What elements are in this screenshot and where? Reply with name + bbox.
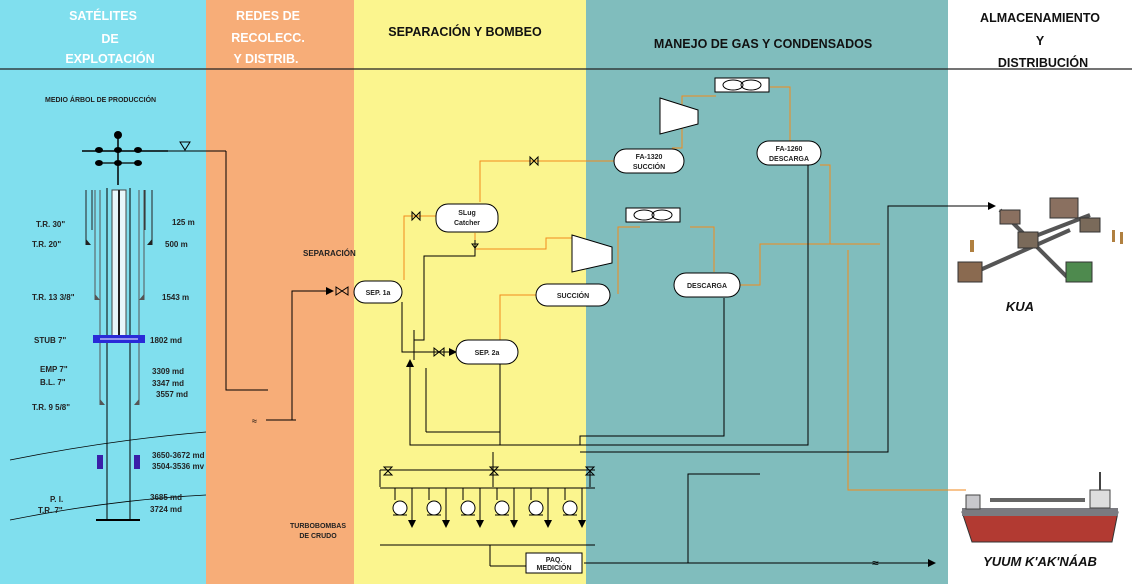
- well-schematic: MEDIO ÁRBOL DE PRODUCCIÓN: [9, 95, 226, 521]
- check-valve-icon: [179, 141, 191, 151]
- label-pi: P. I.: [50, 495, 63, 504]
- slug-catcher-l2: Catcher: [454, 220, 480, 227]
- header-redes-l1: REDES DE: [236, 9, 300, 23]
- succion-vessel: [535, 283, 611, 307]
- label-tr20: T.R. 20": [32, 240, 61, 249]
- sep2-label: SEP. 2a: [475, 350, 500, 357]
- label-tr30: T.R. 30": [36, 220, 65, 229]
- cooler-2-icon: [714, 77, 770, 93]
- redes-section: [206, 0, 354, 584]
- kua-label: KUA: [1006, 299, 1034, 314]
- descarga-vessel: [673, 272, 741, 298]
- header-redes-l2: RECOLECC.: [231, 31, 305, 45]
- paq-medicion-box: [525, 552, 583, 574]
- depth-3347: 3347 md: [152, 379, 184, 388]
- slug-catcher-l1: SLug: [458, 210, 476, 217]
- fa1260-l2: DESCARGA: [769, 156, 809, 163]
- kua-platform-icon: [957, 197, 1123, 283]
- collection-lines: ≈: [225, 151, 334, 426]
- almacenamiento-section: [948, 0, 1132, 584]
- sep1-vessel: [353, 280, 403, 304]
- satelites-section: [0, 0, 206, 584]
- depth-3504: 3504-3536 mv: [152, 462, 205, 471]
- succion-label: SUCCIÓN: [557, 291, 589, 300]
- paq-medicion-l1: PAQ.: [546, 557, 563, 564]
- sep1-label: SEP. 1a: [366, 290, 391, 297]
- label-stub: STUB 7": [34, 336, 66, 345]
- label-tr95: T.R. 9 5/8": [32, 403, 70, 412]
- header-manejo: MANEJO DE GAS Y CONDENSADOS: [654, 37, 872, 51]
- depth-500: 500 m: [165, 240, 188, 249]
- fa1260-vessel: [756, 140, 822, 166]
- label-tr7: T.R. 7": [38, 506, 63, 515]
- yuum-label: YUUM K'AK'NÁAB: [983, 554, 1097, 569]
- header-satelites-l1: SATÉLITES: [69, 8, 137, 23]
- label-tr13: T.R. 13 3/8": [32, 293, 75, 302]
- header-satelites-l2: DE: [101, 32, 118, 46]
- label-emp: EMP 7": [40, 365, 68, 374]
- depth-3309: 3309 md: [152, 367, 184, 376]
- separation-section: SEPARACIÓN: [290, 86, 996, 574]
- depth-125: 125 m: [172, 218, 195, 227]
- fa1320-l2: SUCCIÓN: [633, 162, 665, 171]
- depth-3685: 3685 md: [150, 493, 182, 502]
- turbobombas-l2: DE CRUDO: [299, 533, 337, 540]
- fa1320-vessel: [613, 148, 685, 174]
- header-redes-l3: Y DISTRIB.: [233, 52, 298, 66]
- header-satelites-l3: EXPLOTACIÓN: [65, 51, 154, 66]
- header-almacenamiento-l2: Y: [1036, 34, 1045, 48]
- turbopumps: [392, 500, 578, 516]
- separacion-label: SEPARACIÓN: [303, 249, 356, 258]
- header-almacenamiento-l3: DISTRIBUCIÓN: [998, 55, 1088, 70]
- depth-3557: 3557 md: [156, 390, 188, 399]
- gas-handling-section: FA-1320 SUCCIÓN FA-1260 DESCARGA DESCARG…: [571, 77, 822, 298]
- slug-catcher-vessel: [435, 203, 499, 233]
- svg-text:≈: ≈: [872, 556, 879, 570]
- depth-1543: 1543 m: [162, 293, 189, 302]
- depth-3724: 3724 md: [150, 505, 182, 514]
- descarga-label: DESCARGA: [687, 283, 727, 290]
- depth-3650: 3650-3672 md: [152, 451, 205, 460]
- compressor-1-icon: [571, 234, 613, 273]
- sep2-vessel: [455, 339, 519, 365]
- fpso-ship-icon: [961, 472, 1119, 543]
- fa1320-l1: FA-1320: [636, 154, 663, 161]
- depth-1802: 1802 md: [150, 336, 182, 345]
- well-title: MEDIO ÁRBOL DE PRODUCCIÓN: [45, 95, 156, 104]
- header-almacenamiento-l1: ALMACENAMIENTO: [980, 11, 1100, 25]
- svg-text:≈: ≈: [252, 416, 257, 426]
- cooler-1-icon: [625, 207, 681, 223]
- header-separacion: SEPARACIÓN Y BOMBEO: [388, 24, 542, 39]
- paq-medicion-l2: MEDICIÓN: [537, 563, 572, 572]
- fa1260-l1: FA-1260: [776, 146, 803, 153]
- label-bl: B.L. 7": [40, 378, 66, 387]
- turbobombas-l1: TURBOBOMBAS: [290, 523, 346, 530]
- compressor-2-icon: [659, 97, 699, 135]
